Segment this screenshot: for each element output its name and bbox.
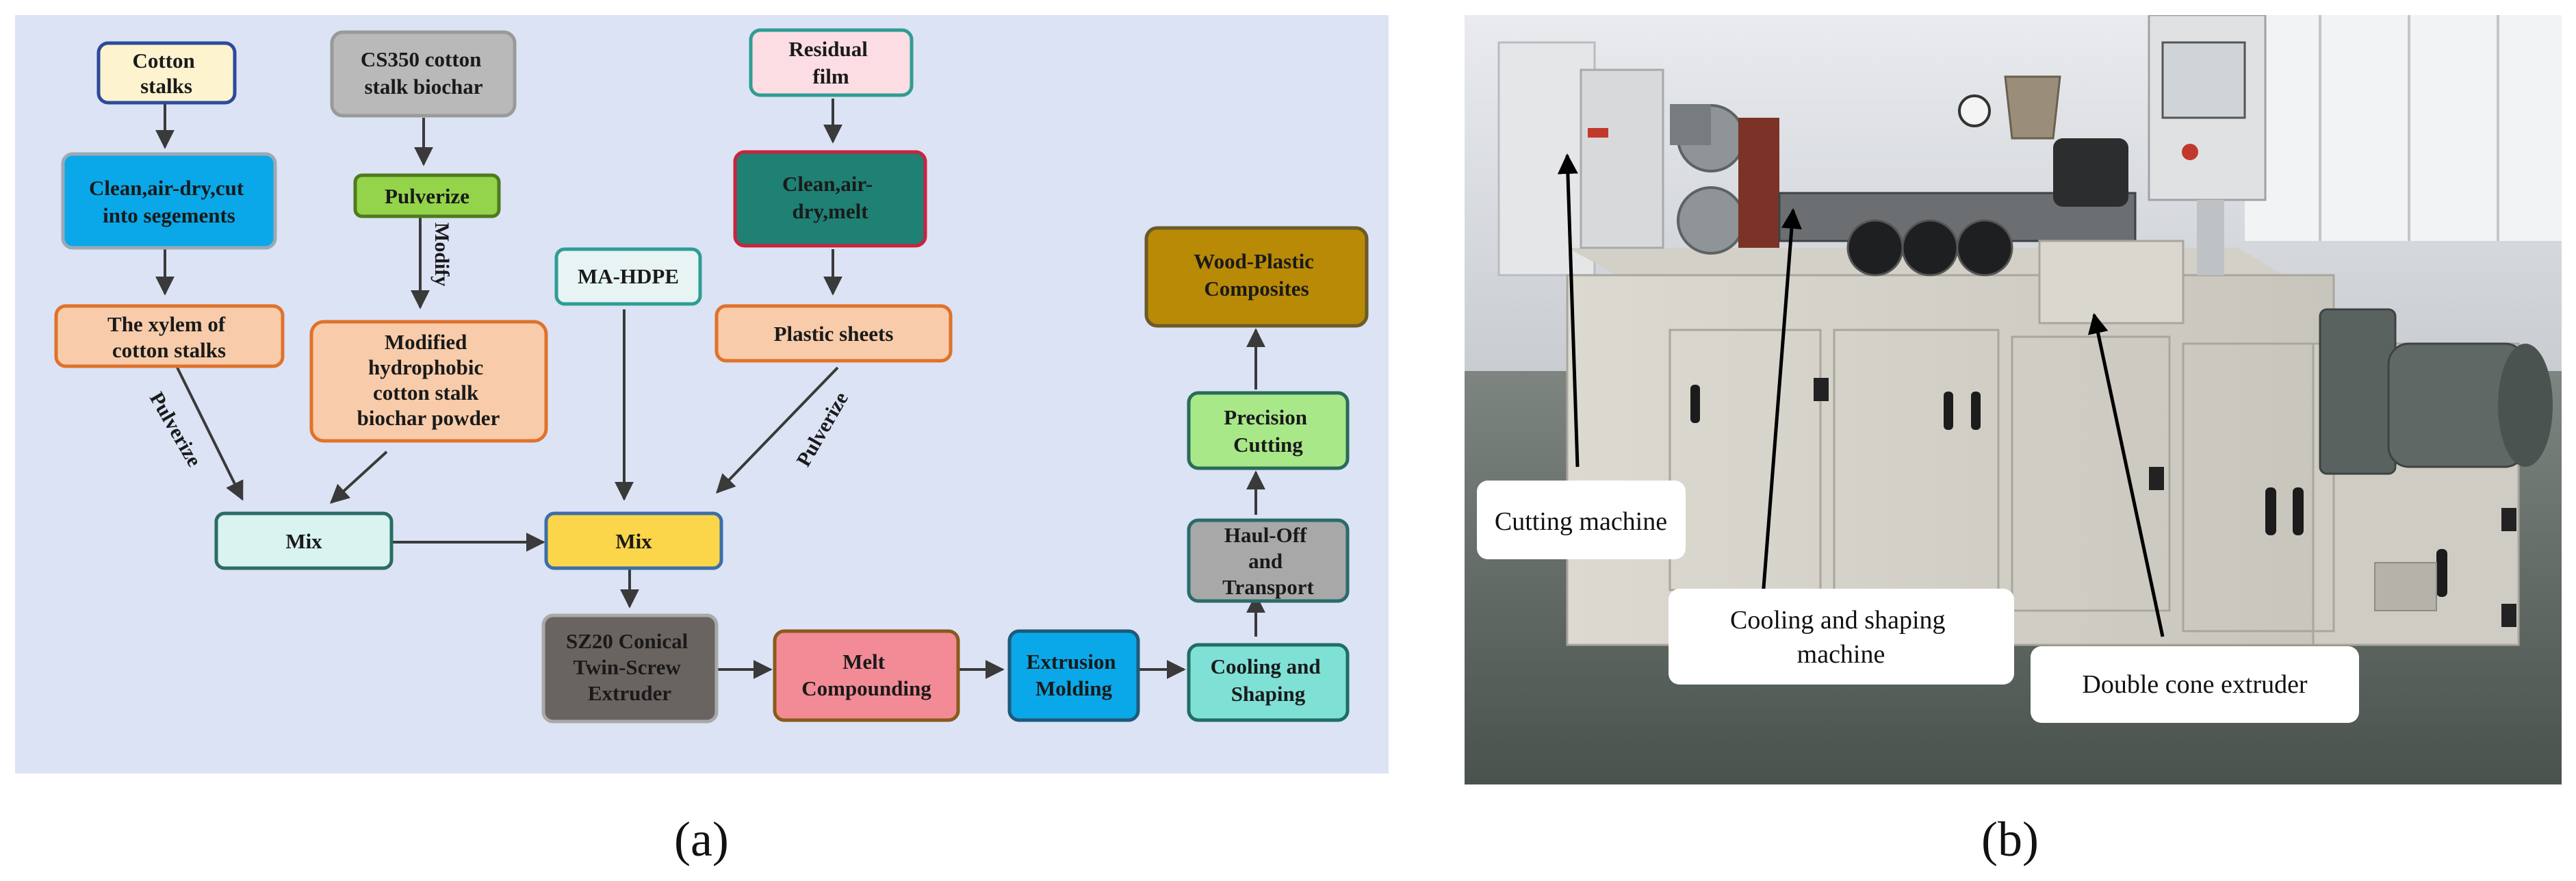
node-melt-compounding: Melt Compounding — [773, 629, 960, 722]
nameplate — [2374, 562, 2437, 611]
edge-modified-to-mix1 — [329, 450, 388, 504]
caption-a: (a) — [674, 812, 729, 867]
node-cooling-shaping: Cooling and Shaping — [1187, 643, 1350, 722]
callout-arrow-cooling — [1760, 208, 1802, 606]
node-cotton-stalks: Cotton stalks — [96, 41, 237, 105]
svg-text:Clean,air-dry,cut into s: Clean,air-dry,cut into segements — [89, 176, 249, 227]
svg-text:Residual film: Residual film — [788, 37, 873, 88]
haul-off-rollers — [1670, 104, 1779, 255]
edge-label-modify: Modify — [430, 222, 453, 286]
motor-gearbox — [2319, 308, 2397, 475]
node-sz20-extruder: SZ20 Conical Twin-Screw Extruder — [541, 613, 719, 724]
equipment-photo: Cutting machine Cooling and shaping mach… — [1465, 15, 2562, 784]
callout-arrow-extruder — [2087, 313, 2165, 637]
svg-text:Double cone extruder: Double cone extruder — [2082, 670, 2308, 699]
machine-cabinet — [1566, 274, 2335, 646]
node-pulverize: Pulverize — [353, 173, 501, 218]
photo-window — [2245, 15, 2562, 241]
window-frame — [2319, 15, 2499, 241]
hopper — [2004, 75, 2061, 140]
node-clean-air-dry-cut: Clean,air-dry,cut into segements — [61, 152, 277, 250]
node-cs350-biochar: CS350 cotton stalk biochar — [330, 30, 517, 118]
node-clean-air-dry-melt: Clean,air- dry,melt — [733, 150, 927, 248]
svg-text:CS350 cotton stalk bioch: CS350 cotton stalk biochar — [361, 47, 487, 99]
svg-text:Extrusion Molding: Extrusion Molding — [1027, 650, 1122, 700]
svg-text:Haul-Off and Trans: Haul-Off and Transport — [1222, 523, 1314, 599]
svg-text:Cooling and shaping mach: Cooling and shaping machine — [1730, 606, 1952, 669]
callout-cooling-and-shaping-machine: Cooling and shaping machine — [1669, 589, 2014, 685]
node-ma-hdpe: MA-HDPE — [554, 247, 702, 306]
svg-text:The xylem of cotton stal: The xylem of cotton stalks — [107, 312, 231, 362]
control-screen — [2161, 41, 2246, 119]
node-plastic-sheets: Plastic sheets — [714, 304, 953, 363]
emergency-stop-button — [2182, 144, 2198, 160]
svg-text:Cooling and Shaping: Cooling and Shaping — [1211, 654, 1326, 706]
callout-cutting-machine: Cutting machine — [1477, 481, 1686, 559]
callout-arrows — [1557, 153, 2165, 637]
edge-sheets-to-mix2 — [716, 366, 839, 494]
svg-text:Precision Cutting: Precision Cutting — [1224, 405, 1312, 457]
svg-text:SZ20 Conical Twin-Screw: SZ20 Conical Twin-Screw Extruder — [566, 629, 693, 705]
svg-text:Mix: Mix — [615, 529, 652, 553]
node-extrusion-molding: Extrusion Molding — [1007, 629, 1140, 722]
edge-xylem-to-mix1 — [176, 367, 244, 501]
node-wood-plastic-composites: Wood-Plastic Composites — [1144, 226, 1369, 328]
svg-text:Melt Compounding: Melt Compounding — [801, 650, 931, 700]
callout-arrow-cutting — [1557, 153, 1580, 468]
cutting-machine-red-button — [1588, 128, 1608, 138]
svg-text:Clean,air- dry,melt: Clean,air- dry,melt — [782, 172, 878, 223]
process-flow-diagram: Modify Pulverize Pulverize Cotton stalks… — [15, 15, 1389, 774]
pressure-gauge — [1958, 94, 1991, 127]
svg-text:Mix: Mix — [285, 529, 322, 553]
node-haul-off: Haul-Off and Transport — [1187, 518, 1350, 603]
svg-text:Plastic sheets: Plastic sheets — [774, 322, 894, 346]
svg-text:MA-HDPE: MA-HDPE — [578, 264, 679, 288]
node-xylem: The xylem of cotton stalks — [54, 304, 285, 368]
extruder-housing — [2038, 240, 2185, 324]
svg-text:Modified hydrophobic: Modified hydrophobic cotton stalk biocha… — [357, 330, 500, 430]
node-modified-biochar: Modified hydrophobic cotton stalk biocha… — [309, 320, 548, 443]
svg-text:Cutting machine: Cutting machine — [1495, 507, 1667, 536]
node-precision-cutting: Precision Cutting — [1187, 391, 1350, 470]
callout-double-cone-extruder: Double cone extruder — [2031, 646, 2359, 723]
node-residual-film: Residual film — [749, 28, 914, 97]
cooling-fans — [1846, 219, 2013, 277]
cabinet-handles — [1690, 385, 2447, 597]
svg-text:Wood-Plastic Composites: Wood-Plastic Composites — [1194, 249, 1319, 301]
cutting-machine-body — [1580, 68, 1664, 249]
node-mix-2: Mix — [544, 511, 723, 570]
caption-b: (b) — [1981, 812, 2039, 867]
feeder-motor — [2053, 138, 2128, 207]
svg-text:Pulverize: Pulverize — [385, 184, 469, 208]
node-mix-1: Mix — [214, 511, 394, 570]
control-pedestal — [2197, 200, 2224, 275]
flow-edges — [155, 99, 1265, 679]
svg-text:Cotton stalks: Cotton stalks — [132, 49, 200, 98]
door-hinges — [1814, 378, 2516, 627]
motor-end-cap — [2498, 344, 2553, 467]
